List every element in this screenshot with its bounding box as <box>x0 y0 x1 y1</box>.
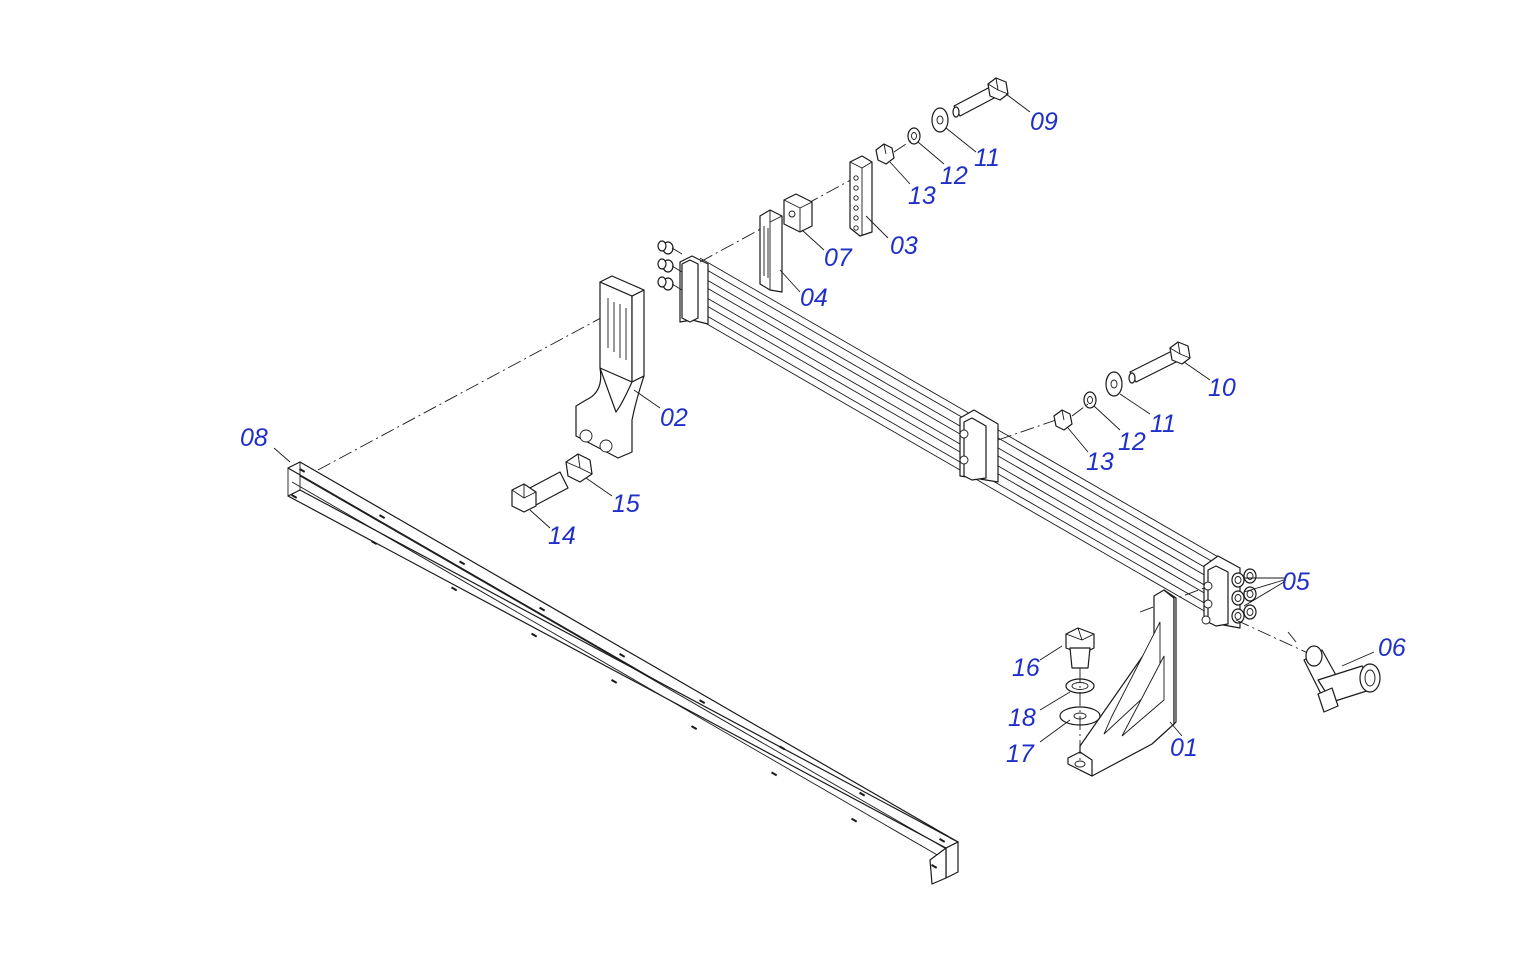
rail-slot <box>699 699 706 704</box>
lower-fastener-stack <box>1053 341 1191 431</box>
callout-12-upper: 12 <box>940 162 968 190</box>
callout-09: 09 <box>1030 108 1058 136</box>
strip-hole <box>853 215 859 221</box>
strip-hole <box>853 175 859 181</box>
callout-06: 06 <box>1378 634 1406 662</box>
strip-hole <box>853 225 859 231</box>
rail-slot <box>931 863 938 869</box>
fitting <box>657 258 667 270</box>
callout-13-upper: 13 <box>908 182 936 210</box>
fitting-bore <box>1246 608 1254 616</box>
bolt-14 <box>511 471 569 513</box>
callout-01: 01 <box>1170 734 1198 762</box>
rail-slot <box>771 771 778 777</box>
rail-slot <box>611 679 618 684</box>
callout-03: 03 <box>890 232 918 260</box>
rail-slot <box>379 514 386 519</box>
callout-11-upper: 11 <box>974 144 1000 172</box>
bolt-10 <box>1128 341 1191 384</box>
gusset-bracket-01 <box>1067 589 1177 777</box>
bracket-02 <box>575 275 645 459</box>
rail-slot <box>451 586 458 592</box>
leader-lines <box>273 93 1375 743</box>
callout-10: 10 <box>1208 374 1236 402</box>
fitting <box>657 240 667 252</box>
rail-slot <box>459 560 466 566</box>
tube-bundle-05 <box>657 240 1257 629</box>
rail-slot <box>779 745 786 751</box>
rail-slot <box>531 632 538 638</box>
bolt-16 <box>1065 627 1095 669</box>
rail-slot <box>539 606 546 612</box>
rail-slot <box>299 468 306 473</box>
strip-hole <box>853 205 859 211</box>
rail-slot <box>291 494 298 499</box>
fitting-stem <box>671 247 683 255</box>
rail-slot <box>851 817 858 823</box>
rail-slot <box>619 652 626 658</box>
callout-16: 16 <box>1012 654 1040 682</box>
fitting-bore <box>1234 612 1242 620</box>
rail-slot <box>859 791 866 797</box>
upper-fastener-stack <box>875 77 1009 165</box>
callout-18: 18 <box>1008 704 1036 732</box>
fitting-bore <box>1246 590 1254 598</box>
rail-slot <box>691 725 698 730</box>
perforated-strip-03 <box>849 155 873 237</box>
fitting-stem <box>671 265 683 273</box>
fitting <box>657 276 667 288</box>
nut-15 <box>565 453 593 483</box>
fitting-bore <box>1234 576 1242 584</box>
elbow-fitting-06 <box>1303 645 1381 713</box>
strip-hole <box>853 185 859 191</box>
callout-14: 14 <box>548 522 576 550</box>
callout-08: 08 <box>240 424 268 452</box>
callout-07: 07 <box>824 244 853 272</box>
rail-slot <box>371 540 378 545</box>
callout-02: 02 <box>660 404 688 432</box>
callout-05: 05 <box>1282 568 1310 596</box>
channel-rail-08 <box>287 461 959 885</box>
callout-11-lower: 11 <box>1150 410 1176 438</box>
strip-hole <box>853 195 859 201</box>
block-07 <box>783 193 813 233</box>
callout-13-lower: 13 <box>1086 448 1114 476</box>
callout-15: 15 <box>612 490 640 518</box>
callout-04: 04 <box>800 284 828 312</box>
fitting-bore <box>1234 594 1242 602</box>
callout-17: 17 <box>1006 740 1035 768</box>
slotted-plate-04 <box>759 209 783 293</box>
callout-12-lower: 12 <box>1118 428 1146 456</box>
fitting-stem <box>671 283 683 291</box>
bolt-09 <box>952 77 1009 118</box>
rail-slot <box>938 837 946 843</box>
